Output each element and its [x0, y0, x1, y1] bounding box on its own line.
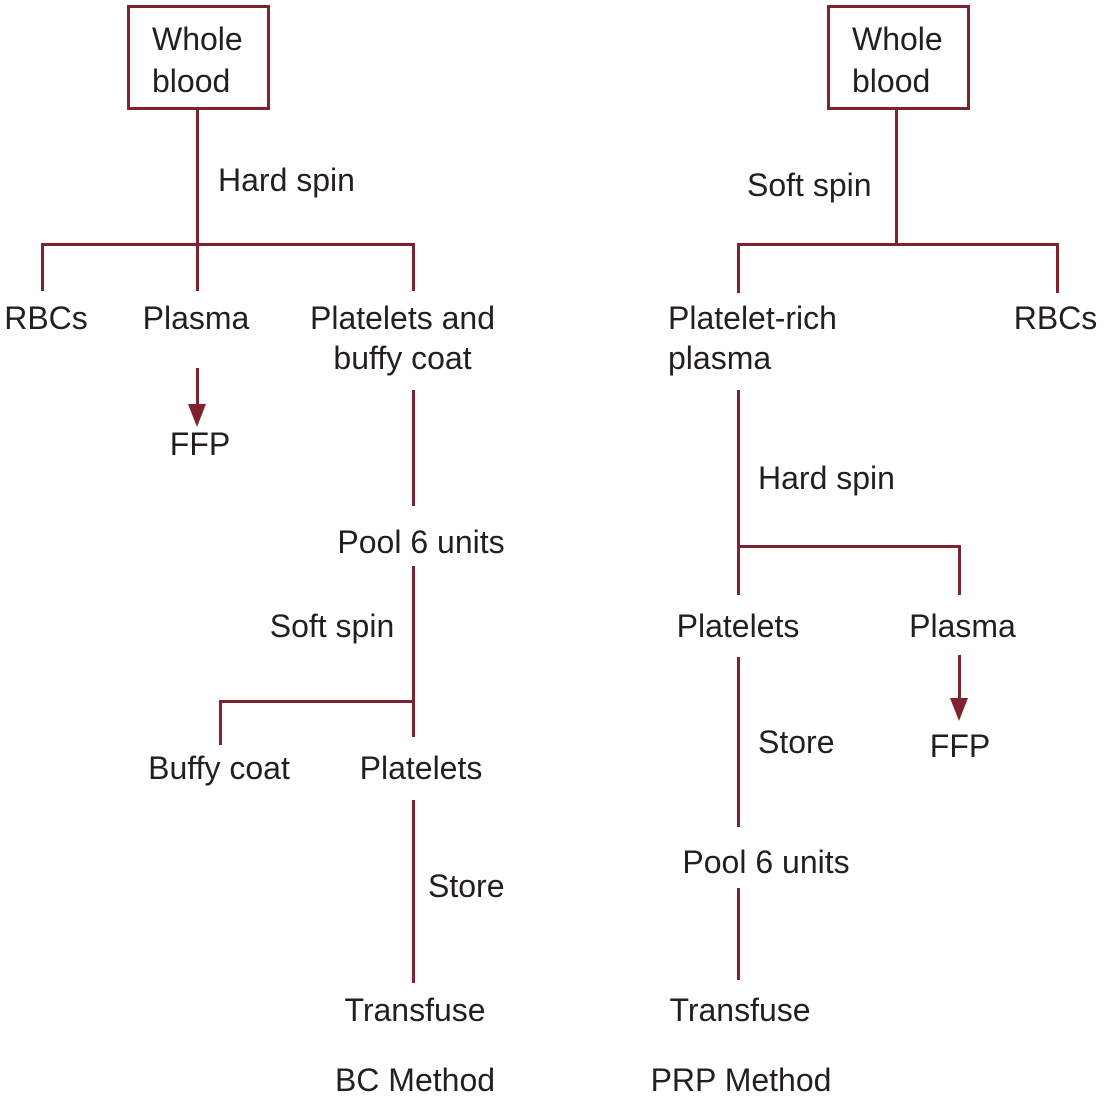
right-branch2-horizontal-line — [737, 545, 961, 548]
right-prp-stub-line — [737, 243, 740, 293]
right-pool-6-units-label: Pool 6 units — [682, 844, 850, 880]
left-branch2-horizontal-line — [219, 700, 415, 703]
right-method-title: PRP Method — [650, 1062, 832, 1098]
left-rbcs-label: RBCs — [4, 300, 88, 336]
left-ffp-arrowhead-icon — [188, 404, 206, 427]
right-platelet-rich-plasma-label: Platelet-rich plasma — [668, 300, 837, 376]
right-transfuse-label: Transfuse — [669, 992, 811, 1028]
left-platelets-buffy-stub-line — [412, 243, 415, 291]
right-whole-blood-box: Whole blood — [827, 5, 970, 110]
left-pool-6-units-label: Pool 6 units — [337, 524, 505, 560]
left-ffp-label: FFP — [169, 426, 231, 462]
right-hard-spin-label: Hard spin — [758, 460, 895, 496]
left-whole-blood-box: Whole blood — [127, 5, 270, 110]
right-transfuse-connector-line — [737, 888, 740, 980]
left-platelets-stub-line — [412, 700, 415, 737]
left-hard-spin-label: Hard spin — [218, 162, 355, 198]
left-buffy-coat-stub-line — [219, 700, 222, 745]
left-soft-spin-label: Soft spin — [269, 608, 395, 644]
right-plasma-stub-line — [958, 545, 961, 595]
left-root-connector-line — [196, 110, 199, 291]
left-pool-connector-lower-line — [412, 566, 415, 703]
left-method-title: BC Method — [334, 1062, 496, 1098]
right-root-connector-line — [895, 110, 898, 245]
left-rbcs-stub-line — [41, 243, 44, 291]
left-plasma-label: Plasma — [142, 300, 250, 336]
left-transfuse-label: Transfuse — [344, 992, 486, 1028]
left-pool-connector-upper-line — [412, 390, 415, 506]
right-plasma-label: Plasma — [909, 608, 1016, 644]
right-branch1-horizontal-line — [737, 243, 1059, 246]
left-ffp-arrow-line — [196, 368, 199, 408]
right-rbcs-label: RBCs — [1013, 300, 1098, 336]
left-branch1-horizontal-line — [42, 243, 415, 246]
right-store-label: Store — [758, 724, 835, 760]
right-ffp-label: FFP — [929, 728, 991, 764]
right-hard-spin-connector-line — [737, 390, 740, 547]
right-soft-spin-label: Soft spin — [747, 167, 872, 203]
right-rbcs-stub-line — [1056, 243, 1059, 293]
left-buffy-coat-label: Buffy coat — [148, 750, 290, 786]
right-platelets-stub-line — [737, 545, 740, 595]
left-store-label: Store — [428, 868, 505, 904]
left-whole-blood-label: Whole blood — [152, 21, 243, 99]
right-platelets-label: Platelets — [676, 608, 800, 644]
right-ffp-arrowhead-icon — [950, 698, 968, 721]
right-ffp-arrow-line — [958, 655, 961, 700]
right-store-connector-line — [737, 657, 740, 827]
left-platelets-buffy-label: Platelets and buffy coat — [309, 300, 495, 376]
right-whole-blood-label: Whole blood — [852, 21, 943, 99]
left-platelets-label: Platelets — [359, 750, 483, 786]
left-store-connector-line — [412, 800, 415, 983]
